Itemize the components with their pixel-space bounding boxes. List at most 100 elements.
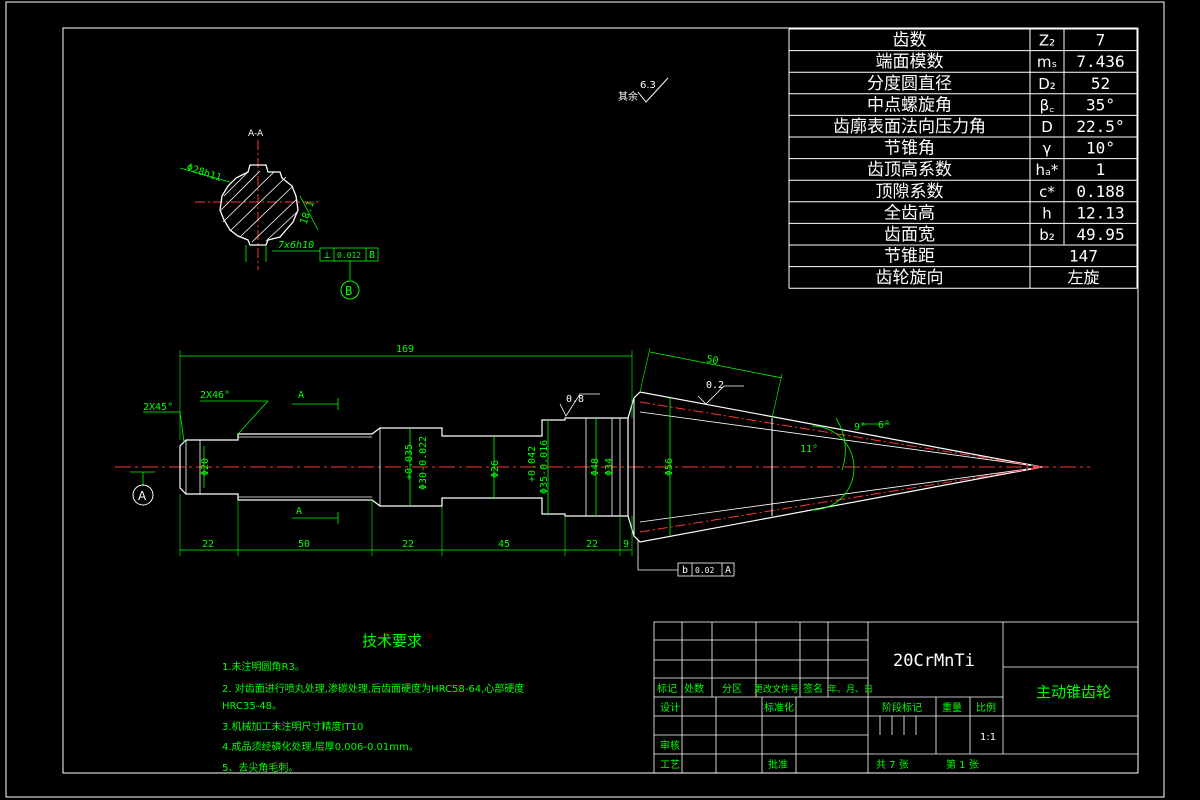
gear-param-symbol: hₐ* <box>1036 161 1059 179</box>
gear-param-symbol: h <box>1042 204 1052 222</box>
svg-text:22: 22 <box>586 539 598 550</box>
gear-param-label: 全齿高 <box>884 203 935 223</box>
gear-param-symbol: mₛ <box>1037 53 1057 71</box>
gear-param-value: 52 <box>1091 74 1110 93</box>
part-name-label: 主动锥齿轮 <box>1036 683 1111 701</box>
svg-text:22: 22 <box>202 539 214 550</box>
section-a-a: A-A Φ28h11 18.1 7x6h10 ⊥ 0.012 B <box>179 129 379 300</box>
approve-label: 批准 <box>768 758 788 771</box>
sheet-outer-border <box>5 1 1165 798</box>
gear-param-label: 齿面宽 <box>884 225 935 245</box>
section-mark-top: A <box>298 390 304 401</box>
sheet-inner-border <box>62 27 1139 774</box>
gear-param-symbol: γ <box>1043 140 1052 158</box>
gear-param-value: 12.13 <box>1076 203 1124 222</box>
section-title: A-A <box>248 129 264 139</box>
sheets-total-label: 共 7 张 <box>876 759 909 771</box>
svg-text:年、月、日: 年、月、日 <box>828 683 873 695</box>
gear-param-label: 端面模数 <box>876 52 944 72</box>
tech-req-1: 1.未注明圆角R3。 <box>222 660 305 673</box>
gear-param-label: 分度圆直径 <box>867 74 952 94</box>
perpendicularity-frame: ⊥ 0.012 B <box>319 247 379 262</box>
dia-56-dim: Φ56 <box>664 458 675 476</box>
svg-text:处数: 处数 <box>684 682 704 695</box>
title-block-text: 20CrMnTi 主动锥齿轮 标记 处数 分区 更改文件号 签名 年、月、日 设… <box>657 651 1111 771</box>
dia-26-dim: Φ26 <box>490 460 501 478</box>
angle-11: 11° <box>800 444 818 455</box>
dia-30-dim: Φ30-0.022 <box>418 436 429 490</box>
gear-param-symbol: Z₂ <box>1039 32 1055 50</box>
tech-req-2: 2. 对齿面进行喷丸处理,渗碳处理,后齿面硬度为HRC58-64,心部硬度 <box>222 682 524 695</box>
gear-param-value: 147 <box>1069 247 1098 266</box>
review-label: 审核 <box>660 739 680 752</box>
spline-label: 7x6h10 <box>278 240 314 251</box>
gear-param-value: 10° <box>1086 139 1115 158</box>
svg-text:更改文件号: 更改文件号 <box>754 683 799 695</box>
gear-param-label: 中点螺旋角 <box>867 95 952 115</box>
gear-param-symbol: b₂ <box>1039 226 1055 244</box>
gear-param-value: 35° <box>1086 95 1115 114</box>
gear-param-label: 齿顶高系数 <box>867 160 952 180</box>
gear-param-symbol: β꜀ <box>1040 96 1055 114</box>
roughness-value: 6.3 <box>640 80 656 91</box>
material-label: 20CrMnTi <box>893 651 975 671</box>
tech-req-4: 4.成品须经磷化处理,层厚0.006-0.01mm。 <box>222 740 419 753</box>
datum-b-label: B <box>345 284 352 298</box>
design-label: 设计 <box>660 701 680 714</box>
rough-02: 0.2 <box>706 380 724 391</box>
section-dia-label: Φ28h11 <box>185 162 223 184</box>
svg-text:9: 9 <box>623 539 629 550</box>
tech-req-5: 5、去尖角毛刺。 <box>222 761 298 774</box>
svg-text:22: 22 <box>402 539 414 550</box>
svg-text:0.012: 0.012 <box>337 251 361 260</box>
bottom-dimension-chain: 22 50 22 45 22 9 <box>179 494 633 556</box>
svg-text:45: 45 <box>498 539 510 550</box>
chamfer-2-label: 2X46° <box>200 390 230 401</box>
gear-param-value: 7.436 <box>1076 52 1124 71</box>
svg-text:0.02: 0.02 <box>695 566 714 575</box>
gear-param-value: 0.188 <box>1076 182 1124 201</box>
section-depth-label: 18.1 <box>298 200 317 226</box>
svg-text:分区: 分区 <box>722 683 742 695</box>
gear-param-label: 节锥角 <box>884 139 935 159</box>
rough-08: 0.8 <box>566 394 584 405</box>
gear-param-value: 7 <box>1096 31 1106 50</box>
datum-a-label: A <box>138 489 147 503</box>
general-roughness: 其余 6.3 <box>618 77 669 103</box>
tech-req-3: 3.机械加工未注明尺寸精度IT10 <box>222 720 363 733</box>
roughness-prefix: 其余 <box>618 90 638 103</box>
gear-param-symbol: D₂ <box>1038 75 1056 93</box>
technical-requirements: 技术要求 1.未注明圆角R3。 2. 对齿面进行喷丸处理,渗碳处理,后齿面硬度为… <box>222 632 524 774</box>
gear-param-label: 节锥距 <box>884 247 935 267</box>
dia-30-top: +0.035 <box>404 444 415 480</box>
svg-text:A: A <box>725 565 731 576</box>
dia-20-dim: Φ20 <box>200 458 211 476</box>
gear-param-label: 齿数 <box>893 31 927 51</box>
angle-9: 9° <box>854 422 866 433</box>
gear-param-symbol: D <box>1041 118 1053 136</box>
gear-param-label: 顶隙系数 <box>876 182 944 202</box>
sheet-number-label: 第 1 张 <box>946 758 979 771</box>
chamfer-left-label: 2X45° <box>143 402 173 413</box>
dia-34-dim: Φ34 <box>604 458 615 476</box>
gear-param-value: 49.95 <box>1076 225 1124 244</box>
spline-cross-section <box>219 164 299 246</box>
weight-label: 重量 <box>942 701 962 714</box>
svg-text:标记: 标记 <box>657 683 677 695</box>
dia-35-dim: Φ35-0.016 <box>539 440 550 494</box>
svg-text:签名: 签名 <box>803 682 823 695</box>
scale-label: 比例 <box>976 701 996 714</box>
dia-35-top: +0.042 <box>527 446 538 482</box>
runout-frame: b 0.02 A <box>637 540 735 577</box>
stage-mark-label: 阶段标记 <box>882 701 922 714</box>
tech-req-2b: HRC35-48。 <box>222 701 282 712</box>
dia-48-dim: Φ48 <box>590 458 601 476</box>
shaft-main-view: A A A 2X45° 2X46° 169 Φ20 +0.035 Φ30-0.0… <box>115 344 1090 577</box>
svg-text:b: b <box>682 565 688 576</box>
process-label: 工艺 <box>660 759 680 771</box>
svg-text:50: 50 <box>298 539 310 550</box>
gear-param-label: 齿轮旋向 <box>876 268 944 288</box>
tech-req-title: 技术要求 <box>362 632 422 650</box>
